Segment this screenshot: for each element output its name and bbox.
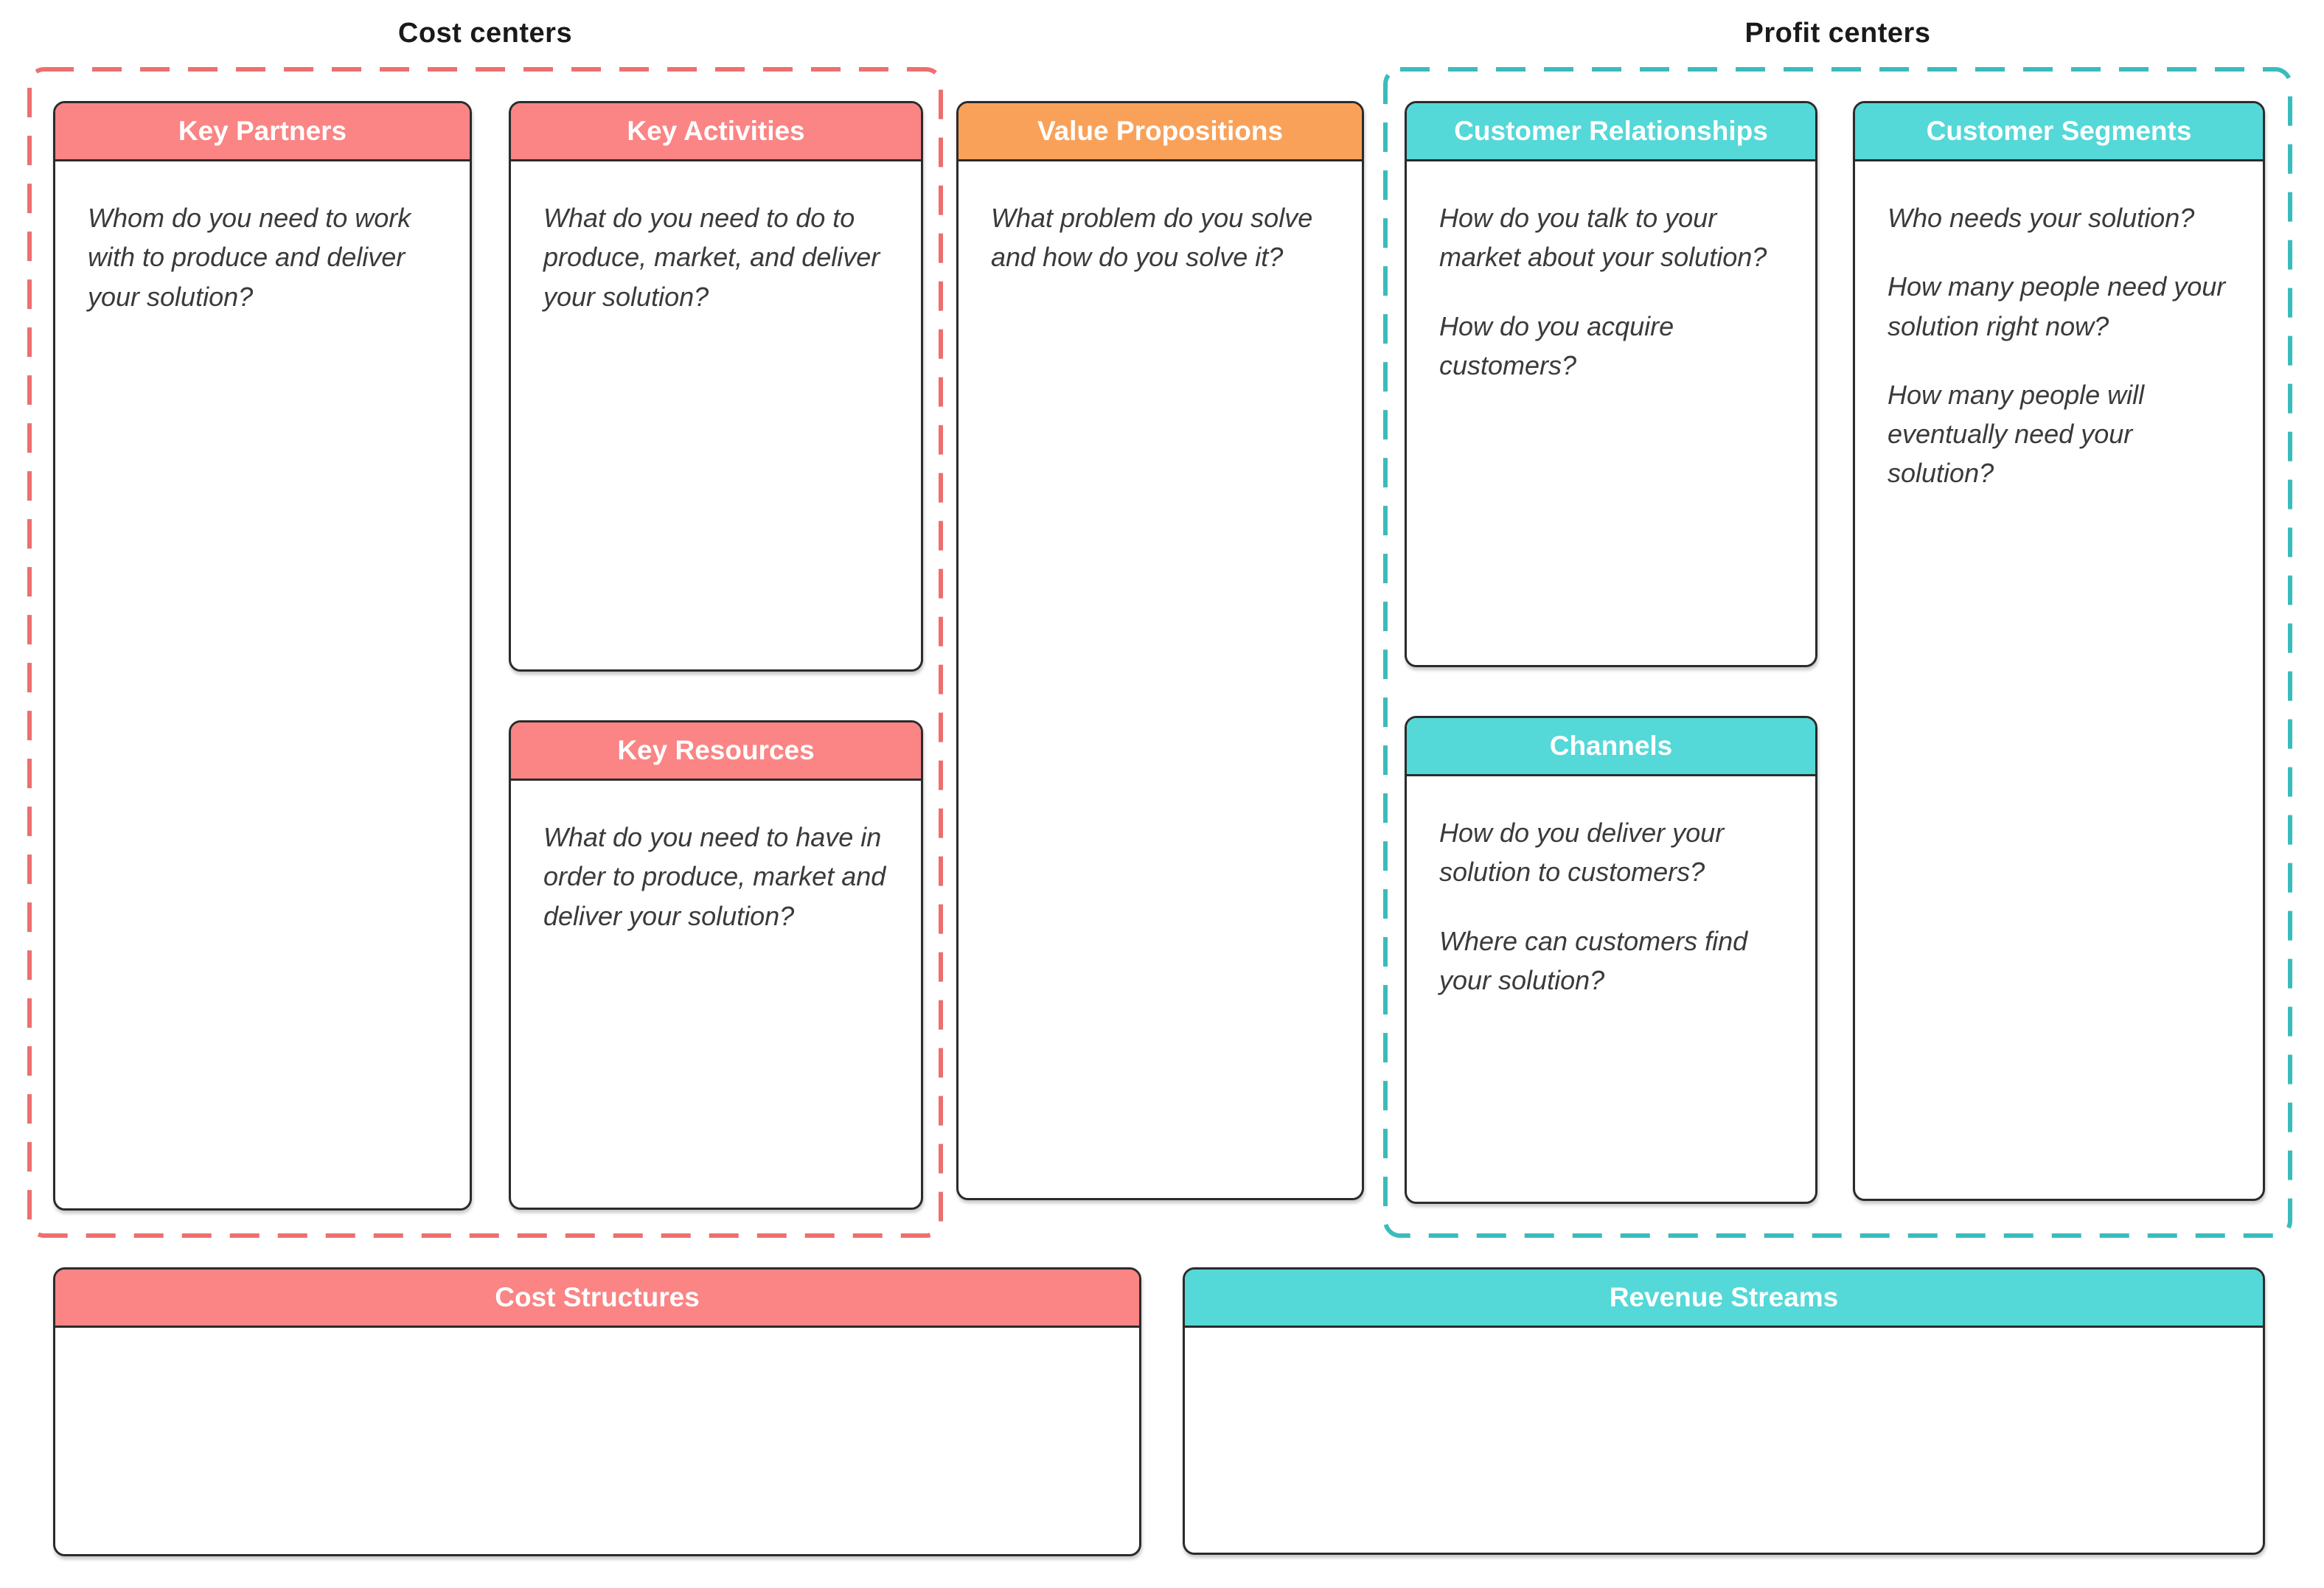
card-channels-header: Channels — [1407, 718, 1815, 776]
cost-centers-group-outline — [27, 67, 943, 1238]
card-value-propositions[interactable]: Value Propositions What problem do you s… — [956, 101, 1364, 1200]
card-cost-structures-body[interactable] — [55, 1328, 1139, 1554]
profit-centers-dashed-border[interactable] — [1383, 67, 2292, 1238]
card-cost-structures-title: Cost Structures — [495, 1282, 700, 1312]
card-key-resources-body[interactable]: What do you need to have in order to pro… — [511, 781, 921, 1208]
card-key-partners-header: Key Partners — [55, 103, 470, 161]
card-value-propositions-title: Value Propositions — [1037, 116, 1284, 146]
card-key-partners[interactable]: Key Partners Whom do you need to work wi… — [53, 101, 472, 1211]
card-cost-structures[interactable]: Cost Structures — [53, 1267, 1141, 1556]
cost-centers-label: Cost centers — [397, 18, 573, 49]
card-value-propositions-header: Value Propositions — [959, 103, 1362, 161]
placeholder-question: What problem do you solve and how do you… — [991, 203, 1313, 273]
card-customer-segments-body[interactable]: Who needs your solution? How many people… — [1855, 161, 2263, 1199]
placeholder-question: What do you need to do to produce, marke… — [543, 203, 880, 312]
card-revenue-streams-title: Revenue Streams — [1609, 1282, 1839, 1312]
card-revenue-streams[interactable]: Revenue Streams — [1183, 1267, 2265, 1555]
card-customer-segments[interactable]: Customer Segments Who needs your solutio… — [1853, 101, 2265, 1201]
card-customer-relationships[interactable]: Customer Relationships How do you talk t… — [1405, 101, 1817, 667]
card-customer-segments-header: Customer Segments — [1855, 103, 2263, 161]
placeholder-question: Who needs your solution? — [1888, 203, 2195, 233]
card-key-activities-title: Key Activities — [627, 116, 805, 146]
card-key-partners-title: Key Partners — [178, 116, 347, 146]
placeholder-question: How many people need your solution right… — [1888, 271, 2226, 341]
card-key-resources[interactable]: Key Resources What do you need to have i… — [509, 720, 923, 1210]
placeholder-question: How do you talk to your market about you… — [1439, 203, 1767, 273]
placeholder-question: Whom do you need to work with to produce… — [88, 203, 411, 312]
placeholder-question: What do you need to have in order to pro… — [543, 822, 886, 931]
cost-centers-dashed-border[interactable] — [27, 67, 943, 1238]
card-key-resources-title: Key Resources — [617, 735, 815, 765]
card-channels[interactable]: Channels How do you deliver your solutio… — [1405, 716, 1817, 1204]
card-cost-structures-header: Cost Structures — [55, 1270, 1139, 1328]
card-key-activities-body[interactable]: What do you need to do to produce, marke… — [511, 161, 921, 669]
placeholder-question: How do you deliver your solution to cust… — [1439, 818, 1725, 888]
card-channels-title: Channels — [1549, 731, 1673, 761]
card-value-propositions-body[interactable]: What problem do you solve and how do you… — [959, 161, 1362, 1198]
profit-centers-label: Profit centers — [1744, 18, 1931, 49]
card-customer-segments-title: Customer Segments — [1926, 116, 2192, 146]
placeholder-question: Where can customers find your solution? — [1439, 925, 1748, 995]
card-key-activities-header: Key Activities — [511, 103, 921, 161]
card-customer-relationships-title: Customer Relationships — [1454, 116, 1768, 146]
placeholder-question: How many people will eventually need you… — [1888, 379, 2145, 489]
card-key-activities[interactable]: Key Activities What do you need to do to… — [509, 101, 923, 672]
profit-centers-group-outline — [1383, 67, 2292, 1238]
placeholder-question: How do you acquire customers? — [1439, 310, 1674, 380]
card-revenue-streams-header: Revenue Streams — [1185, 1270, 2263, 1328]
card-key-partners-body[interactable]: Whom do you need to work with to produce… — [55, 161, 470, 1208]
card-customer-relationships-body[interactable]: How do you talk to your market about you… — [1407, 161, 1815, 665]
card-key-resources-header: Key Resources — [511, 722, 921, 781]
card-customer-relationships-header: Customer Relationships — [1407, 103, 1815, 161]
card-revenue-streams-body[interactable] — [1185, 1328, 2263, 1553]
card-channels-body[interactable]: How do you deliver your solution to cust… — [1407, 776, 1815, 1202]
